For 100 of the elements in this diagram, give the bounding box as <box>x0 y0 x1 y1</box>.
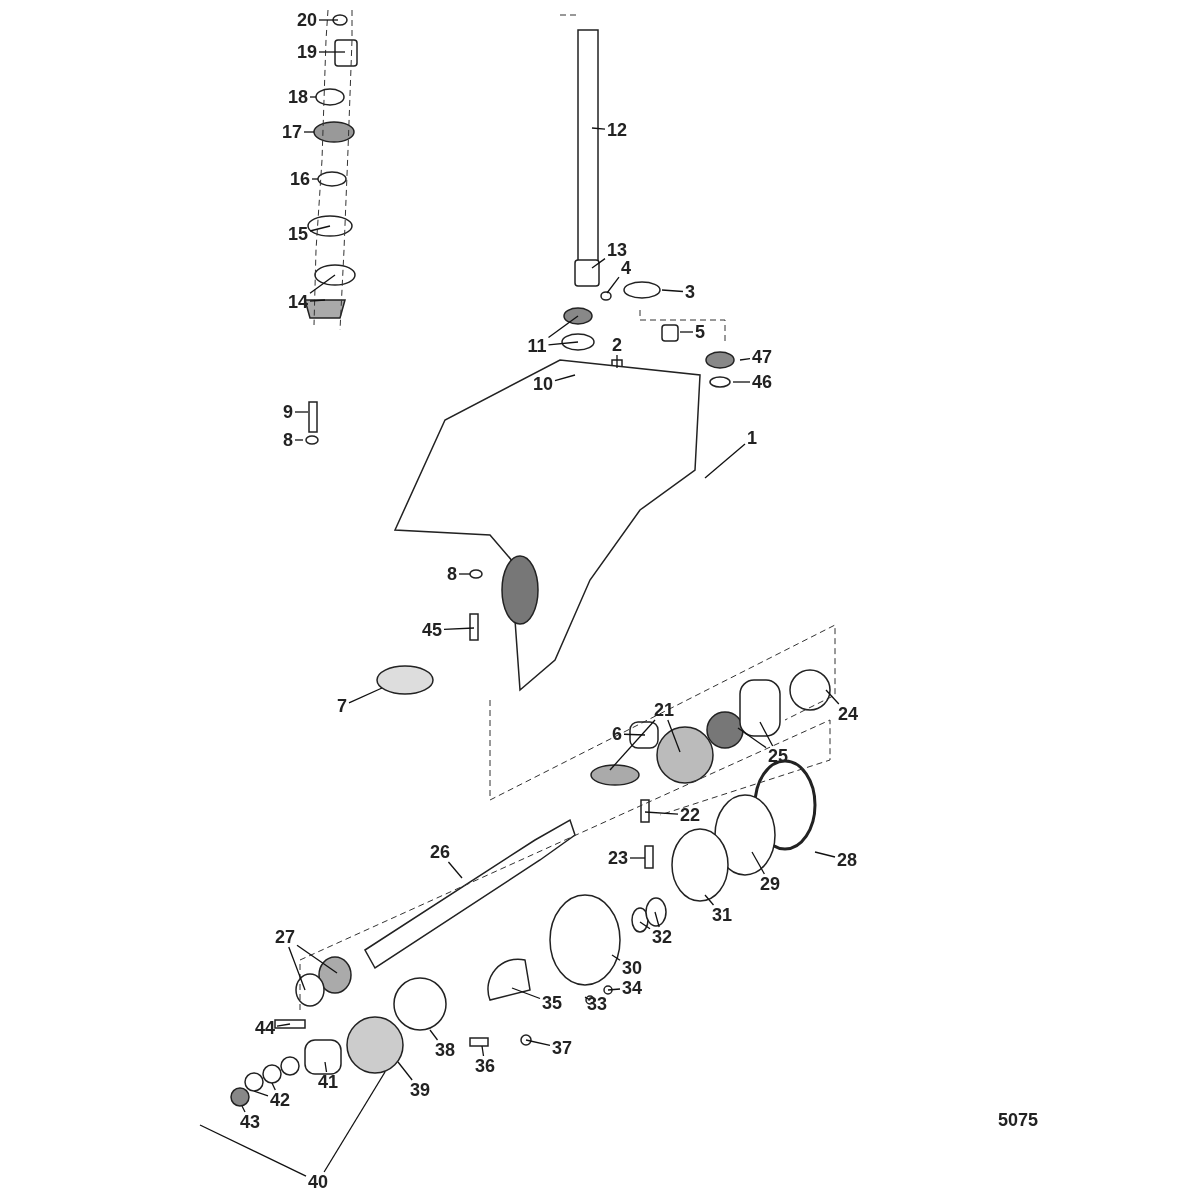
leader-line <box>661 289 684 293</box>
leader-line <box>511 987 541 1000</box>
leader-line <box>737 727 767 749</box>
callout-number: 16 <box>290 169 311 189</box>
callout-number: 44 <box>255 1018 276 1038</box>
leader-line <box>348 687 383 704</box>
leader-line <box>311 178 319 180</box>
callout-number: 30 <box>622 958 643 978</box>
leader-line <box>241 1105 246 1113</box>
callout-number: 6 <box>612 724 622 744</box>
leader-line <box>447 861 463 879</box>
callout-number: 8 <box>283 430 293 450</box>
leader-line <box>294 411 309 413</box>
callout-number: 36 <box>475 1056 496 1076</box>
leader-line <box>639 921 651 930</box>
callout-number: 43 <box>240 1112 261 1132</box>
leader-line <box>397 1061 413 1081</box>
leader-line <box>644 811 679 815</box>
callout-number: 8 <box>447 564 457 584</box>
leader-line <box>825 689 840 705</box>
callout-number: 4 <box>621 258 631 278</box>
leader-line <box>739 358 751 361</box>
callout-number: 29 <box>760 874 781 894</box>
callout-number: 20 <box>297 10 318 30</box>
leader-line <box>554 374 576 382</box>
callout-number: 28 <box>837 850 858 870</box>
leader-line <box>814 851 836 858</box>
callout-number: 31 <box>712 905 733 925</box>
leader-line <box>253 1090 269 1097</box>
leader-line <box>525 1039 551 1046</box>
callout-number: 3 <box>685 282 695 302</box>
callout-number: 46 <box>752 372 773 392</box>
callout-number: 24 <box>838 704 859 724</box>
callout-number: 47 <box>752 347 773 367</box>
leader-line <box>324 1061 328 1073</box>
leader-line <box>629 857 646 859</box>
leader-line <box>309 225 331 232</box>
leader-line <box>309 96 317 98</box>
leader-line <box>271 1082 276 1091</box>
callout-number: 12 <box>607 120 628 140</box>
leader-line <box>751 851 766 875</box>
callout-number: 9 <box>283 402 293 422</box>
callout-number: 10 <box>533 374 554 394</box>
callout-number: 18 <box>288 87 309 107</box>
leader-line <box>429 1029 439 1041</box>
callout-number: 32 <box>652 927 673 947</box>
callout-number: 1 <box>747 428 757 448</box>
callout-number: 23 <box>608 848 629 868</box>
leader-line <box>591 127 606 130</box>
callout-number: 37 <box>552 1038 573 1058</box>
callout-number: 2 <box>612 335 622 355</box>
leader-line <box>288 946 306 991</box>
callout-number: 41 <box>318 1072 339 1092</box>
leader-line <box>704 443 746 479</box>
leader-line <box>616 354 618 369</box>
callout-number: 42 <box>270 1090 291 1110</box>
leader-line <box>547 341 579 346</box>
callout-number: 17 <box>282 122 303 142</box>
leader-line <box>294 439 304 441</box>
leader-line <box>606 276 620 294</box>
leader-line <box>591 258 606 269</box>
leader-line <box>607 988 621 991</box>
leader-line <box>303 131 315 133</box>
callout-number: 45 <box>422 620 443 640</box>
callout-number: 19 <box>297 42 318 62</box>
callout-number: 33 <box>587 994 608 1014</box>
callout-number: 27 <box>275 927 296 947</box>
drawing-number: 5075 <box>998 1110 1039 1130</box>
leader-line <box>296 944 338 974</box>
leader-line <box>667 719 681 753</box>
leader-line <box>679 331 694 333</box>
callout-number: 34 <box>622 978 643 998</box>
leader-line <box>609 719 656 771</box>
callout-number: 5 <box>695 322 705 342</box>
leader-line <box>704 894 715 906</box>
callout-number: 35 <box>542 993 563 1013</box>
callout-number: 21 <box>654 700 675 720</box>
leader-line <box>276 1023 291 1027</box>
callout-number: 38 <box>435 1040 456 1060</box>
leader-line <box>318 51 346 53</box>
leader-line <box>611 954 621 961</box>
leader-line <box>309 299 326 302</box>
leader-line <box>732 381 751 383</box>
leader-line <box>458 573 471 575</box>
leader-line <box>481 1045 485 1057</box>
callout-number: 22 <box>680 805 701 825</box>
callout-number: 15 <box>288 224 309 244</box>
leader-line <box>443 627 475 631</box>
leader-line <box>759 721 774 747</box>
leader-line <box>318 19 339 21</box>
leader-line <box>623 733 646 736</box>
leader-line <box>654 911 660 928</box>
callout-number: 14 <box>288 292 309 312</box>
callout-number: 13 <box>607 240 628 260</box>
leader-line <box>547 315 579 339</box>
callout-number: 40 <box>308 1172 329 1192</box>
callout-number: 7 <box>337 696 347 716</box>
leader-line <box>323 1071 386 1173</box>
callout-number: 26 <box>430 842 451 862</box>
callout-number: 39 <box>410 1080 431 1100</box>
